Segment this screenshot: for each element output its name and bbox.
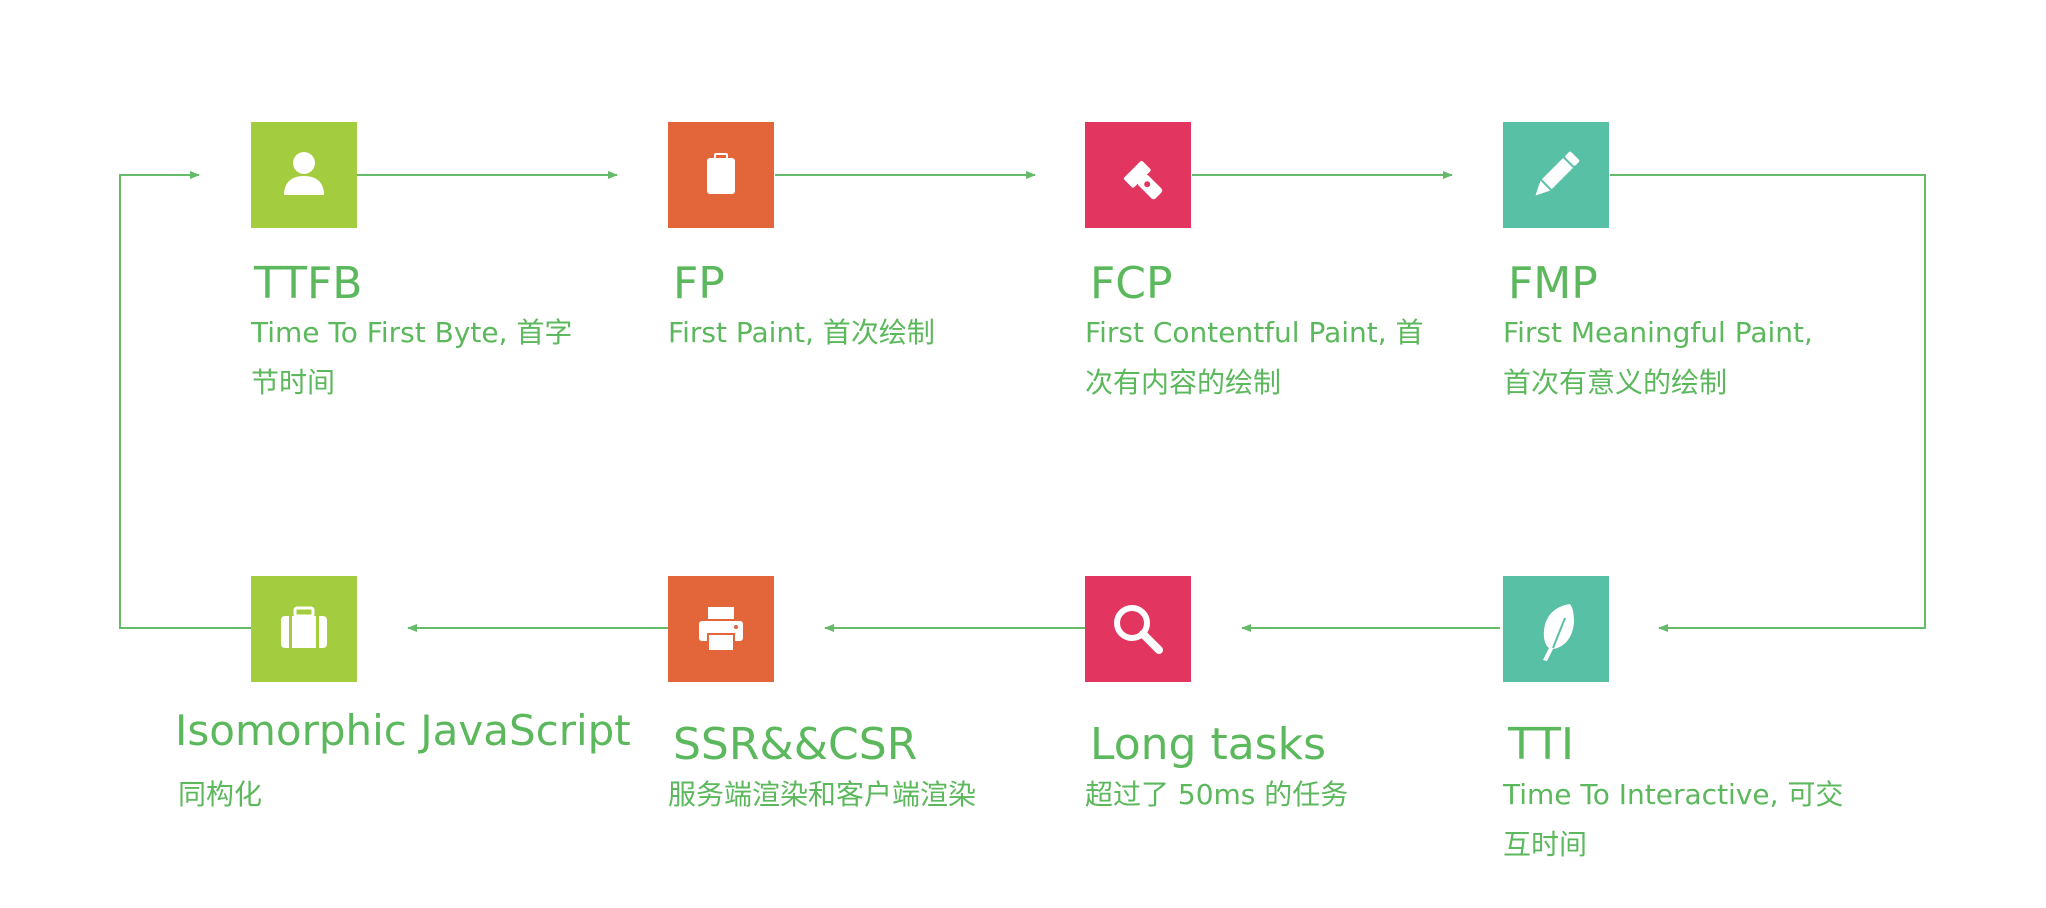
node-description: 超过了 50ms 的任务: [1085, 778, 1349, 811]
node-description: Time To First Byte, 首字节时间: [251, 316, 573, 399]
feather-icon: [1503, 576, 1609, 682]
search-icon: [1085, 576, 1191, 682]
node-description: First Contentful Paint, 首次有内容的绘制: [1085, 316, 1424, 399]
node-title: Long tasks: [1090, 719, 1327, 770]
node-title: FMP: [1508, 258, 1598, 309]
node-tti-icon-tile: [1503, 576, 1609, 682]
node-description: First Meaningful Paint, 首次有意义的绘制: [1503, 316, 1813, 399]
node-description: Time To Interactive, 可交互时间: [1503, 778, 1844, 861]
pencil-icon: [1503, 122, 1609, 228]
node-longtasks-icon-tile: [1085, 576, 1191, 682]
node-title: Isomorphic JavaScript: [175, 706, 631, 755]
briefcase-icon: [251, 576, 357, 682]
flashlight-icon: [1085, 122, 1191, 228]
printer-icon: [668, 576, 774, 682]
node-fp-icon-tile: [668, 122, 774, 228]
node-title: SSR&&CSR: [673, 719, 918, 770]
node-ssr-csr-icon-tile: [668, 576, 774, 682]
clipboard-icon: [668, 122, 774, 228]
node-title: FCP: [1090, 258, 1173, 309]
node-isomorphic-icon-tile: [251, 576, 357, 682]
node-title: FP: [673, 258, 725, 309]
node-description: First Paint, 首次绘制: [668, 316, 935, 349]
node-description: 服务端渲染和客户端渲染: [668, 778, 977, 811]
node-fcp-icon-tile: [1085, 122, 1191, 228]
user-icon: [251, 122, 357, 228]
arrow-isomorphic-to-ttfb: [119, 171, 251, 629]
node-description: 同构化: [178, 778, 263, 811]
node-title: TTFB: [254, 258, 363, 309]
node-fmp-icon-tile: [1503, 122, 1609, 228]
node-ttfb-icon-tile: [251, 122, 357, 228]
node-title: TTI: [1508, 719, 1574, 770]
arrow-fmp-to-tti: [1610, 174, 1926, 632]
